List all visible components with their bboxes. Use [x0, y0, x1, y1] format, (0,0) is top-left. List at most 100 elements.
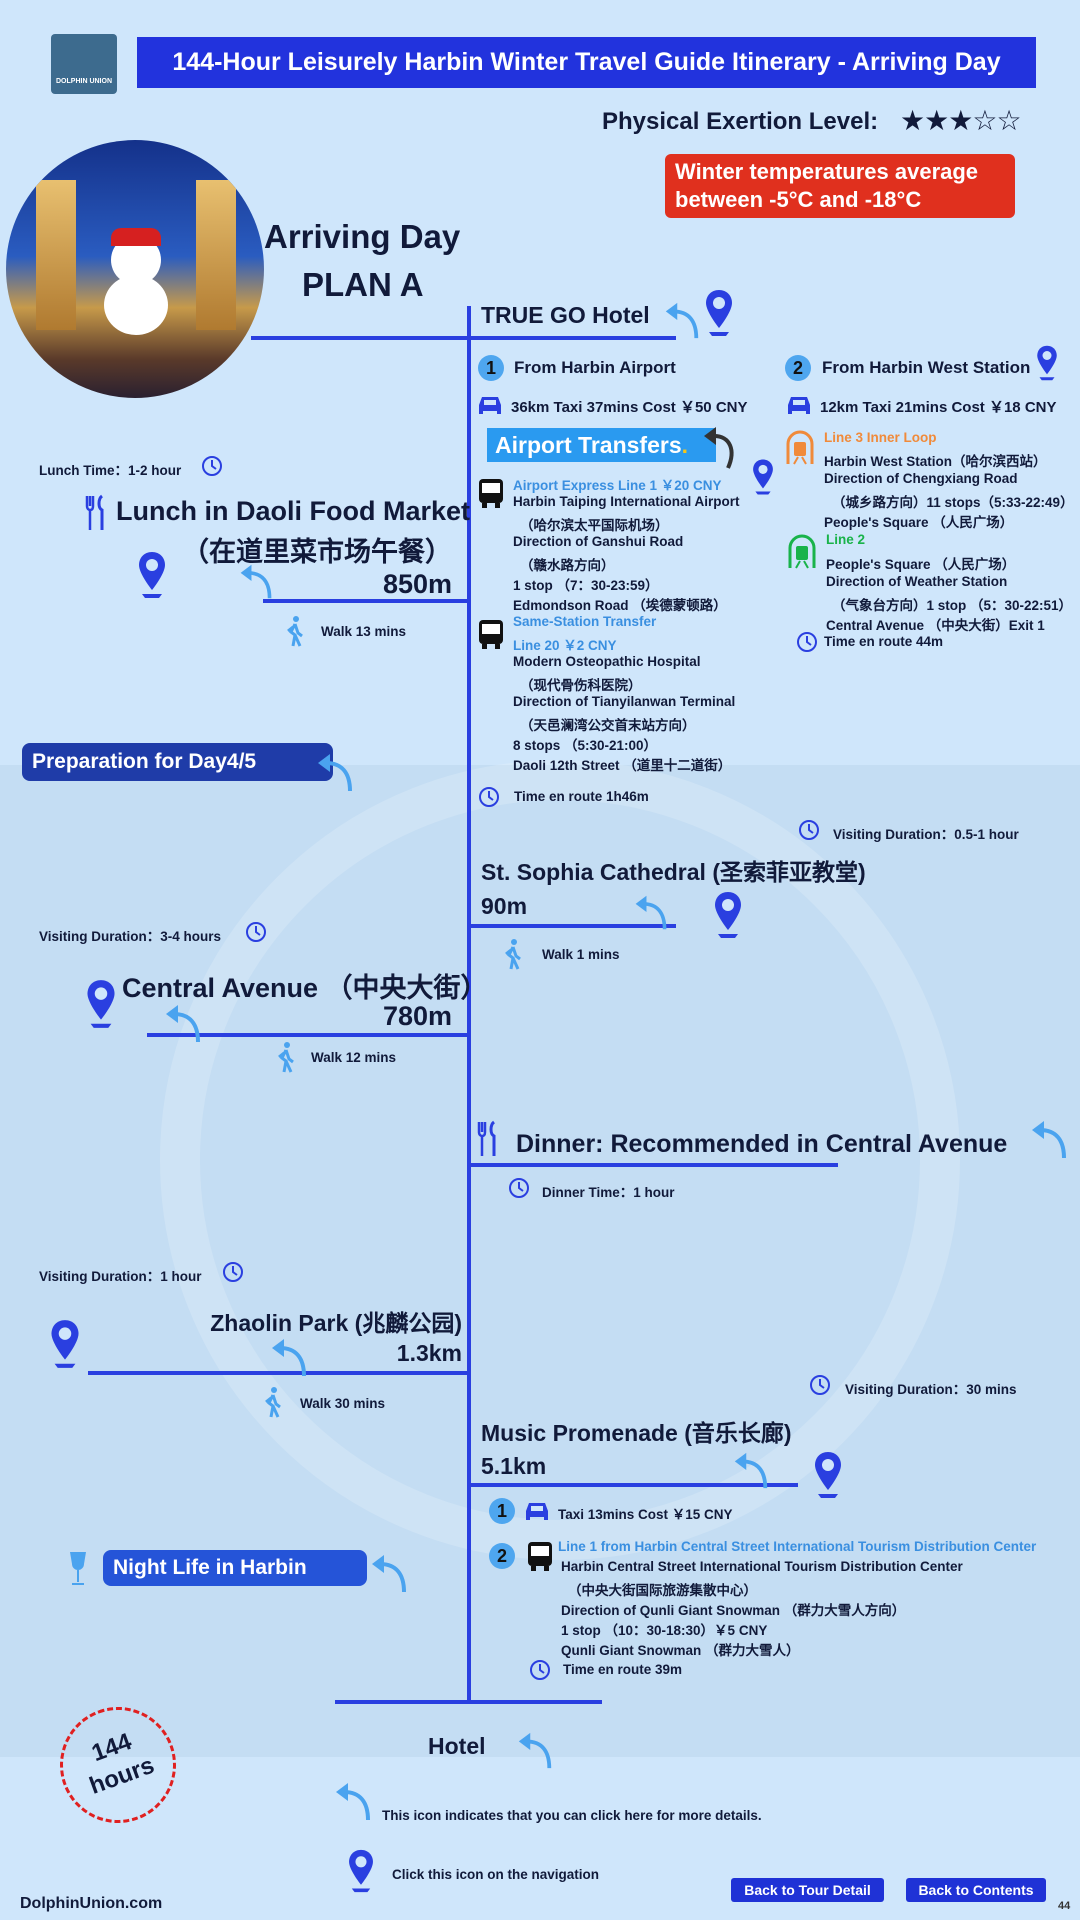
- route-detail-line: Same-Station Transfer: [513, 614, 657, 629]
- route-detail-line: （现代骨伤科医院）: [520, 678, 642, 693]
- lunch-distance: 850m: [382, 569, 452, 599]
- navigation-pin-icon[interactable]: [84, 978, 118, 1030]
- visiting-duration: Visiting Duration：3-4 hours: [39, 929, 222, 944]
- more-details-arrow-icon[interactable]: [162, 1002, 204, 1044]
- route-detail-line: Line 1 from Harbin Central Street Intern…: [558, 1539, 1037, 1554]
- navigation-pin-icon[interactable]: [750, 458, 776, 496]
- central-distance: 780m: [382, 1001, 452, 1031]
- star-empty-icon: ☆: [996, 105, 1021, 136]
- visiting-duration: Visiting Duration：30 mins: [845, 1382, 1017, 1397]
- route-detail-line: Central Avenue （中央大街）Exit 1: [826, 618, 1045, 633]
- lunch-title-cn: （在道里菜市场午餐）: [182, 537, 452, 567]
- music-line: [469, 1483, 798, 1487]
- metro-line3-icon: [786, 430, 814, 466]
- hotel-end-name: Hotel: [428, 1733, 486, 1759]
- more-details-arrow-icon[interactable]: [730, 1450, 772, 1490]
- legend-pin-icon: [346, 1848, 376, 1894]
- bus-icon: [476, 618, 506, 650]
- more-details-arrow-icon[interactable]: [368, 1548, 410, 1598]
- clock-icon: [201, 455, 223, 477]
- zhaolin-title: Zhaolin Park (兆麟公园): [210, 1310, 462, 1336]
- nightlife-link[interactable]: Night Life in Harbin: [103, 1550, 367, 1586]
- more-details-arrow-icon[interactable]: [700, 424, 740, 470]
- route-detail-line: （城乡路方向）11 stops（5:33-22:49）: [832, 495, 1074, 510]
- more-details-arrow-icon[interactable]: [630, 893, 672, 931]
- star-filled-icon: ★: [924, 105, 949, 136]
- dinner-time: Dinner Time：1 hour: [542, 1185, 675, 1200]
- lunch-time: Lunch Time：1-2 hour: [39, 463, 182, 478]
- visiting-duration: Visiting Duration：0.5-1 hour: [833, 827, 1019, 842]
- sophia-title: St. Sophia Cathedral (圣索菲亚教堂): [481, 859, 866, 885]
- legend-arrow-text: This icon indicates that you can click h…: [382, 1808, 762, 1823]
- more-details-arrow-icon[interactable]: [515, 1725, 555, 1775]
- walk-time: Walk 30 mins: [300, 1396, 386, 1411]
- route-detail-line: Line 3 Inner Loop: [824, 430, 937, 445]
- zhaolin-distance: 1.3km: [396, 1340, 462, 1366]
- navigation-pin-icon[interactable]: [48, 1318, 82, 1370]
- route-detail-line: Harbin Central Street International Tour…: [561, 1559, 963, 1574]
- route-detail-line: （中央大街国际旅游集散中心）: [568, 1583, 757, 1598]
- route-detail-line: Daoli 12th Street （道里十二道街）: [513, 758, 732, 773]
- clock-icon: [508, 1177, 530, 1199]
- sophia-distance: 90m: [481, 893, 528, 919]
- navigation-pin-icon[interactable]: [712, 890, 744, 940]
- hotel-line: [251, 336, 676, 340]
- more-details-arrow-icon[interactable]: [660, 300, 704, 340]
- lunch-title: Lunch in Daoli Food Market: [116, 496, 471, 526]
- walk-time: Walk 1 mins: [542, 947, 620, 962]
- back-to-tour-button[interactable]: Back to Tour Detail: [731, 1878, 884, 1902]
- dinner-title: Dinner: Recommended in Central Avenue: [516, 1130, 1008, 1158]
- back-to-contents-button[interactable]: Back to Contents: [906, 1878, 1046, 1902]
- music-title: Music Promenade (音乐长廊): [481, 1420, 792, 1446]
- route-title: From Harbin West Station: [822, 358, 1031, 377]
- walk-icon: [502, 938, 524, 970]
- harbin-night-photo: [6, 140, 264, 398]
- navigation-pin-icon[interactable]: [1035, 344, 1059, 382]
- navigation-pin-icon[interactable]: [702, 288, 736, 338]
- star-empty-icon: ☆: [972, 105, 997, 136]
- option-number: 1: [478, 355, 504, 381]
- sophia-line: [469, 924, 676, 928]
- route-detail-line: Direction of Chengxiang Road: [824, 471, 1018, 486]
- clock-icon: [529, 1659, 551, 1681]
- central-title: Central Avenue （中央大街）: [122, 973, 488, 1003]
- more-details-arrow-icon[interactable]: [1028, 1118, 1070, 1160]
- route-detail-line: 1 stop （10：30-18:30）￥5 CNY: [561, 1623, 768, 1638]
- more-details-arrow-icon[interactable]: [314, 750, 356, 794]
- site-link[interactable]: DolphinUnion.com: [20, 1895, 163, 1912]
- clock-icon: [798, 819, 820, 841]
- walk-time: Walk 12 mins: [311, 1050, 397, 1065]
- clock-icon: [222, 1261, 244, 1283]
- bus-icon: [476, 477, 506, 509]
- timeline-main: [467, 306, 471, 1704]
- zhaolin-line: [88, 1371, 469, 1375]
- walk-time: Walk 13 mins: [321, 624, 407, 639]
- airport-transfers-link[interactable]: Airport Transfers.: [487, 428, 716, 462]
- page-title: 144-Hour Leisurely Harbin Winter Travel …: [137, 37, 1036, 88]
- visiting-duration: Visiting Duration：1 hour: [39, 1269, 202, 1284]
- option-number: 1: [489, 1498, 515, 1524]
- plan-subtitle: PLAN A: [302, 266, 424, 303]
- clock-icon: [809, 1374, 831, 1396]
- navigation-pin-icon[interactable]: [136, 550, 168, 600]
- more-details-arrow-icon[interactable]: [236, 562, 276, 600]
- star-filled-icon: ★: [900, 105, 925, 136]
- navigation-pin-icon[interactable]: [812, 1450, 844, 1500]
- route-detail-line: （哈尔滨太平国际机场）: [520, 518, 669, 533]
- exertion-label: Physical Exertion Level:: [602, 108, 879, 135]
- plan-title: Arriving Day: [264, 218, 461, 255]
- route-detail-line: Line 2: [826, 532, 866, 547]
- star-filled-icon: ★: [948, 105, 973, 136]
- temperature-note: Winter temperatures average between -5°C…: [665, 154, 1015, 218]
- route-detail-line: （赣水路方向）: [520, 558, 615, 573]
- route-title: From Harbin Airport: [514, 358, 676, 377]
- more-details-arrow-icon[interactable]: [268, 1336, 310, 1378]
- route-time: Time en route 39m: [563, 1662, 683, 1677]
- clock-icon: [478, 786, 500, 808]
- hotel-start-name: TRUE GO Hotel: [481, 302, 650, 328]
- walk-icon: [284, 615, 306, 647]
- route-detail-line: 8 stops （5:30-21:00）: [513, 738, 658, 753]
- preparation-link[interactable]: Preparation for Day4/5: [22, 743, 333, 781]
- route-detail-line: Edmondson Road （埃德蒙顿路）: [513, 598, 727, 613]
- route-detail-line: Airport Express Line 1 ￥20 CNY: [513, 478, 722, 493]
